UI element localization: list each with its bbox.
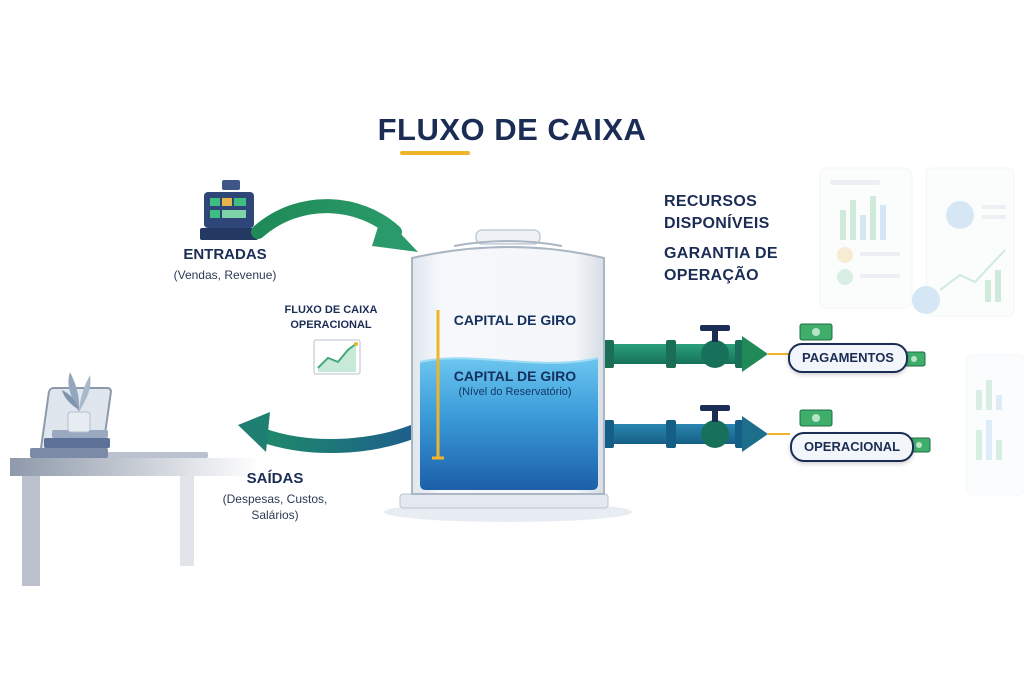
saidas-sub-line2: Salários): [251, 508, 299, 522]
pipe-top: [604, 336, 790, 372]
pipe-bottom: [604, 416, 790, 452]
output-pagamentos: PAGAMENTOS: [788, 343, 908, 373]
fluxo-operacional-line1: FLUXO DE CAIXA: [284, 304, 378, 316]
entradas-sub: (Vendas, Revenue): [173, 268, 277, 282]
desk-scene: [10, 372, 260, 586]
background-dashboard-lower: [965, 354, 1024, 496]
valve-icon-bottom: [700, 405, 730, 448]
right-info-line3: GARANTIA DE: [664, 245, 778, 262]
tank-upper-label: CAPITAL DE GIRO: [453, 312, 577, 328]
saidas-sub-line1: (Despesas, Custos,: [222, 492, 328, 506]
tank: [384, 229, 632, 522]
saidas-block: SAÍDAS (Despesas, Custos, Salários): [210, 470, 340, 523]
right-info-block: RECURSOS DISPONÍVEIS GARANTIA DE OPERAÇÃ…: [664, 191, 814, 287]
money-bill-icon-3: [799, 409, 833, 427]
title-underline: [400, 151, 470, 155]
tank-water-sub: (Nível do Reservatório): [458, 386, 572, 398]
plant-icon: [62, 372, 91, 433]
right-info-line1: RECURSOS: [664, 193, 758, 210]
valve-icon-top: [700, 325, 730, 368]
right-info-line4: OPERAÇÃO: [664, 267, 759, 284]
outflow-arrow-icon: [238, 412, 419, 454]
cash-register-icon: [200, 180, 258, 240]
background-dashboard-left: [819, 167, 913, 309]
output-operacional: OPERACIONAL: [790, 432, 915, 462]
fluxo-operacional-block: FLUXO DE CAIXA OPERACIONAL: [276, 303, 386, 333]
right-info-line2: DISPONÍVEIS: [664, 215, 770, 232]
entradas-block: ENTRADAS (Vendas, Revenue): [150, 246, 300, 283]
entradas-label: ENTRADAS: [183, 246, 267, 263]
fluxo-operacional-line2: OPERACIONAL: [290, 319, 372, 331]
chart-up-icon: [313, 339, 361, 375]
saidas-label: SAÍDAS: [246, 470, 304, 487]
background-dashboard-right: [912, 167, 1015, 317]
money-bill-icon-1: [799, 323, 833, 341]
tank-water-label: CAPITAL DE GIRO: [453, 368, 577, 384]
books-icon: [30, 430, 110, 458]
inflow-arrow-icon: [251, 199, 418, 252]
page-title: FLUXO DE CAIXA: [377, 112, 647, 147]
